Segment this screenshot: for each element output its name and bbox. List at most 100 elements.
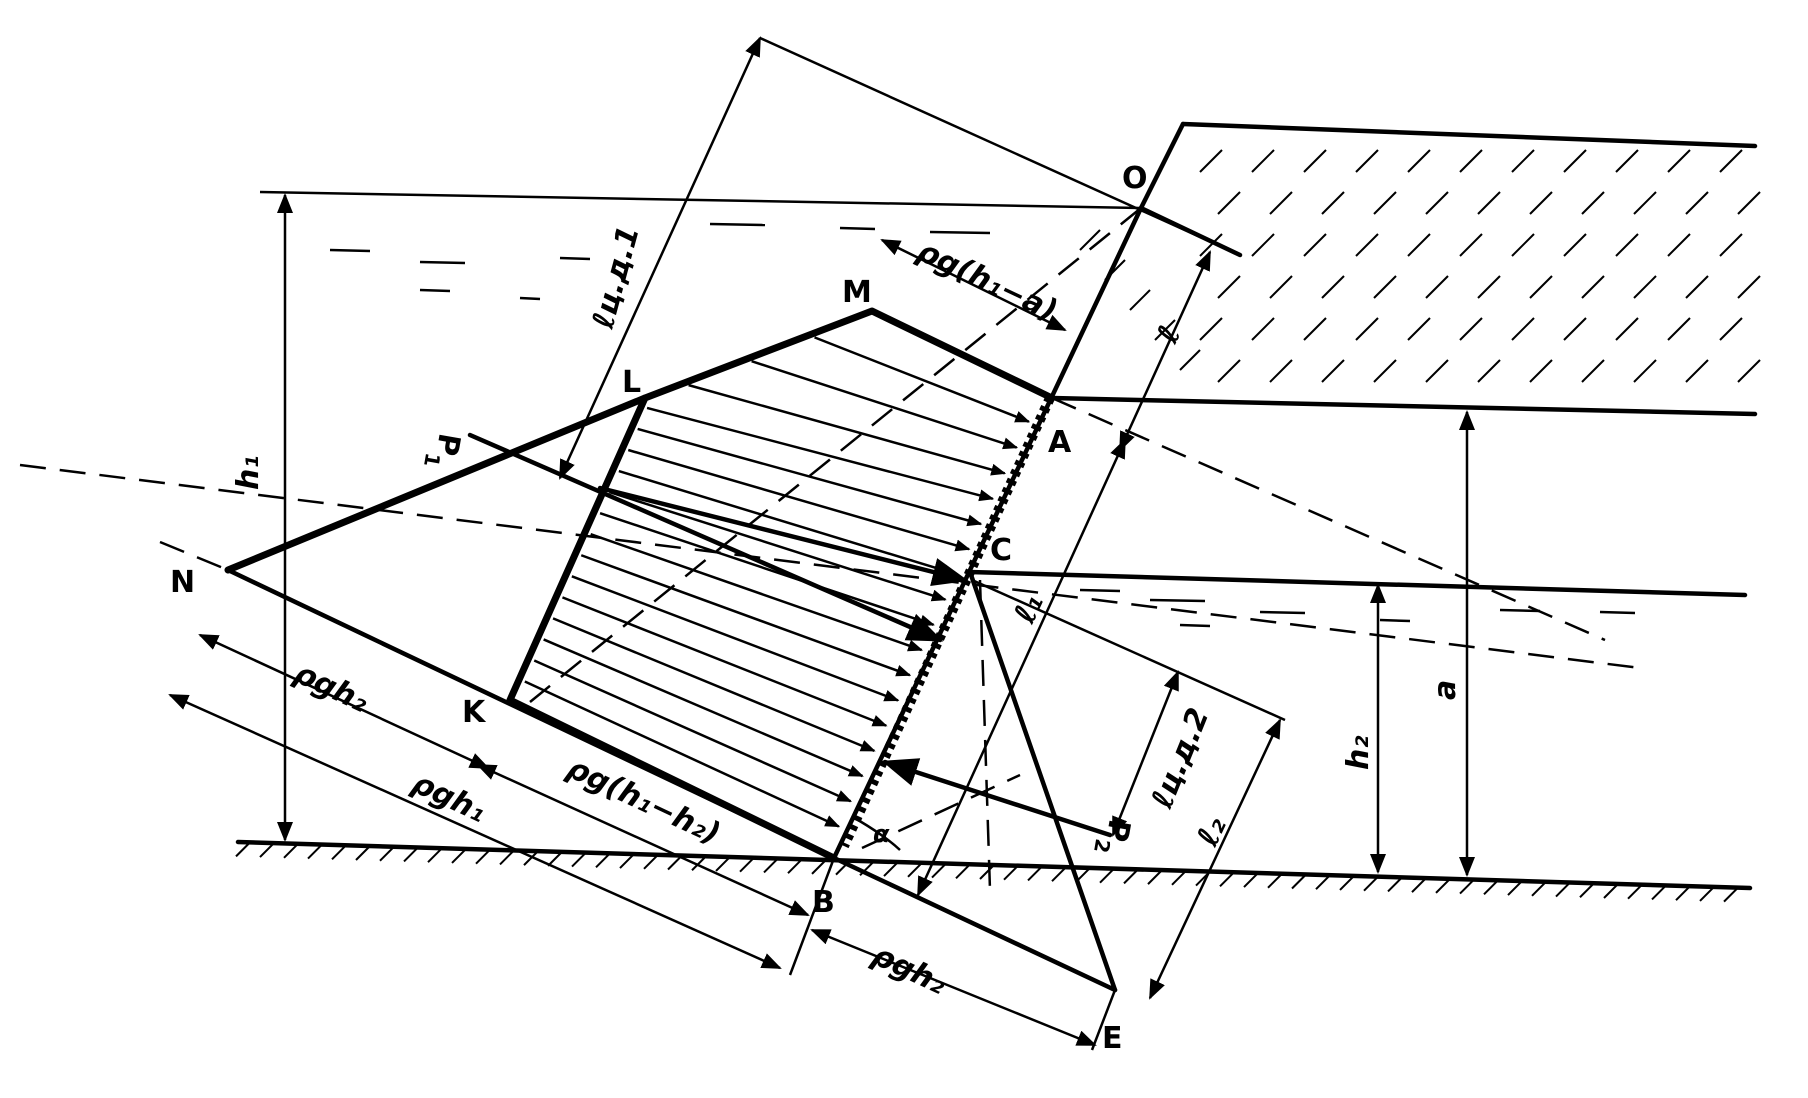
ground-hatch-mark (595, 852, 611, 869)
soil-hatch-mark (1373, 275, 1397, 299)
soil-hatch-mark (1737, 191, 1761, 215)
ground-hatch-mark (499, 849, 515, 866)
soil-hatch-mark (1563, 317, 1587, 341)
ripple-mark (1379, 618, 1411, 623)
downstream-water (967, 569, 1748, 628)
soil-hatch-mark (1667, 149, 1691, 173)
soil-hatch-mark (1633, 359, 1657, 383)
ripple-mark (1079, 588, 1121, 593)
dashed-N-extension (159, 540, 229, 572)
soil-hatch-mark (1269, 359, 1293, 383)
ground-hatch-mark (955, 863, 971, 879)
soil-hatch-mark (1199, 149, 1223, 173)
soil-hatch-mark (1529, 191, 1553, 215)
ground-bottom (235, 839, 1753, 903)
ground-hatch-mark (1219, 871, 1235, 888)
ground-hatch-mark (1603, 883, 1619, 899)
ground-hatch-mark (787, 858, 803, 874)
svg-text:1: 1 (419, 451, 445, 469)
soil-hatch-mark (1511, 149, 1535, 173)
ground-hatching (235, 841, 1739, 903)
auxiliary-lines (19, 207, 1641, 861)
ground-hatch-mark (355, 845, 371, 861)
dashed-horizontal-projection (19, 463, 1641, 670)
ground-hatch-mark (1027, 865, 1043, 882)
soil-hatch-mark (1477, 275, 1501, 299)
soil-hatch-mark (1615, 149, 1639, 173)
water-ripples-upstream (329, 222, 991, 301)
ground-hatch-mark (571, 851, 587, 868)
soil-hatch-mark (1407, 317, 1431, 341)
soil-hatch-mark (1129, 289, 1151, 311)
label-E: E (1102, 1021, 1123, 1056)
ground-hatch-mark (739, 856, 755, 873)
ground-hatch-mark (1411, 877, 1427, 893)
soil-hatching (1079, 149, 1761, 383)
soil-hatch-mark (1355, 317, 1379, 341)
soil-hatch-mark (1615, 317, 1639, 341)
ground-hatch-mark (1555, 881, 1571, 898)
ground-hatch-mark (1363, 875, 1379, 892)
label-l1: ℓ₁ (1007, 589, 1051, 629)
label-K: K (462, 695, 487, 730)
soil-hatch-mark (1719, 317, 1743, 341)
soil-hatch-mark (1179, 349, 1201, 371)
ripple-mark (1149, 598, 1206, 603)
soil-hatch-mark (1529, 359, 1553, 383)
soil-hatch-mark (1303, 233, 1327, 257)
dimension-labels: h₁ a h₂ ℓц.д.1 ℓ ℓ₁ ℓц.д.2 ℓ₂ (231, 222, 1463, 852)
ground-hatch-mark (1147, 869, 1163, 885)
soil-hatch-mark (1737, 359, 1761, 383)
soil-hatch-mark (1321, 359, 1345, 383)
soil-hatch-mark (1581, 191, 1605, 215)
ground-hatch-mark (883, 861, 899, 877)
dim-l (1118, 250, 1212, 452)
pressure-arrow (627, 448, 971, 552)
ground-hatch-mark (235, 841, 251, 858)
soil-hatch-mark (1217, 275, 1241, 299)
dim-rho-g-h1 (168, 693, 782, 970)
pressure-arrow (751, 360, 1019, 450)
pressure-arrow (543, 638, 864, 778)
soil-hatch-mark (1303, 149, 1327, 173)
dim-rho-g-h2-right (810, 928, 1097, 1047)
dim-l-cd1-ext (759, 36, 1241, 257)
ripple-mark (1599, 610, 1636, 615)
ground-hatch-mark (1627, 884, 1643, 900)
soil-hatch-mark (1217, 359, 1241, 383)
soil-hatch-mark (1425, 275, 1449, 299)
soil-hatch-mark (1217, 191, 1241, 215)
soil-hatch-mark (1199, 317, 1223, 341)
label-rho-g-h2-right: ρgh₂ (867, 938, 952, 1002)
ripple-mark (419, 260, 466, 265)
ground-hatch-mark (1651, 884, 1667, 901)
ground-hatch-mark (1723, 886, 1739, 903)
dim-l-cd2-ext (971, 578, 1286, 722)
ripple-mark (329, 248, 371, 253)
label-h2: h₂ (1341, 736, 1376, 771)
ground-hatch-mark (307, 843, 323, 860)
angle-alpha-arc (857, 818, 901, 851)
ground-hatch-mark (379, 846, 395, 862)
ground-hatch-mark (715, 856, 731, 872)
label-C: C (990, 533, 1012, 568)
ground-hatch-mark (1531, 881, 1547, 897)
label-P2: P 2 (1089, 817, 1137, 855)
soil-hatch-mark (1737, 275, 1761, 299)
ground-hatch-mark (403, 846, 419, 863)
ground-hatch-mark (1291, 873, 1307, 890)
pressure-arrow (599, 511, 935, 627)
soil-hatch-mark (1581, 359, 1605, 383)
ripple-mark (419, 288, 451, 293)
soil-hatch-mark (1563, 149, 1587, 173)
ground-surface-line (1180, 121, 1758, 149)
soil-hatch-mark (1511, 233, 1535, 257)
dim-rho-g-h1-a (880, 238, 1067, 332)
ground-hatch-mark (979, 864, 995, 880)
force-P2-arrow (881, 758, 1113, 838)
ground-hatch-mark (1003, 865, 1019, 881)
ground-hatch-mark (907, 862, 923, 878)
dim-l-cd1 (558, 36, 762, 480)
dimension-lines (168, 36, 1475, 1051)
